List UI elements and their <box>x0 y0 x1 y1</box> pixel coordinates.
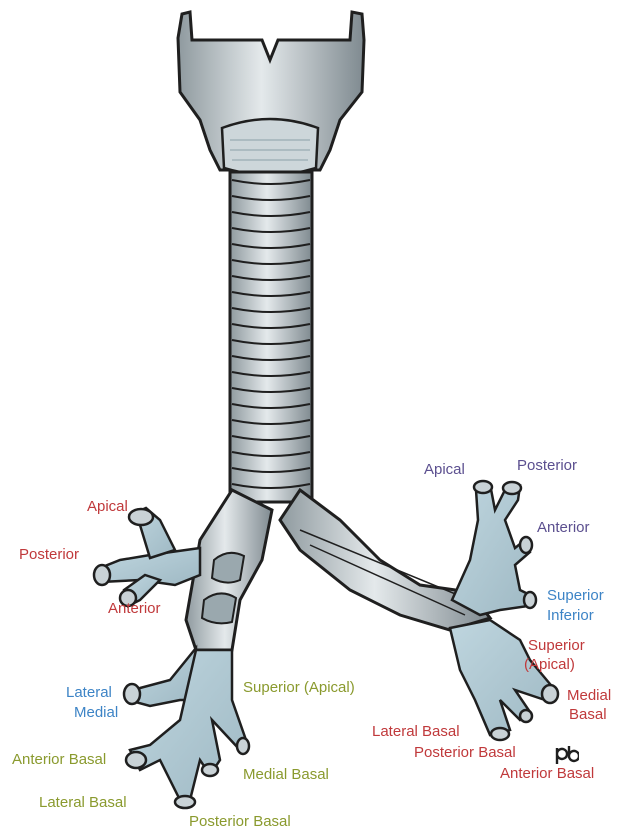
label-right-lateral-basal: Lateral Basal <box>39 794 127 812</box>
label-left-superior: Superior <box>528 637 585 655</box>
label-right-medial-basal: Medial Basal <box>243 766 329 784</box>
label-right-superior-apical: Superior (Apical) <box>243 679 355 697</box>
pb-logo-icon <box>553 744 579 766</box>
label-left-posterior: Posterior <box>517 457 577 475</box>
label-right-medial: Medial <box>74 704 118 722</box>
larynx <box>178 12 364 175</box>
left-upper-lobe-bronchi <box>452 481 536 615</box>
label-left-superior-lingula: Superior <box>547 587 604 605</box>
label-right-posterior: Posterior <box>19 546 79 564</box>
label-right-anterior-basal: Anterior Basal <box>12 751 106 769</box>
label-right-lateral: Lateral <box>66 684 112 702</box>
label-left-posterior-basal: Posterior Basal <box>414 744 516 762</box>
right-lower-lobe-bronchi <box>124 648 249 808</box>
label-right-apical: Apical <box>87 498 128 516</box>
label-left-medial: Medial <box>567 687 611 705</box>
label-left-basal: Basal <box>569 706 607 724</box>
label-right-posterior-basal: Posterior Basal <box>189 813 291 831</box>
label-left-apical-paren: (Apical) <box>524 656 575 674</box>
label-left-inferior-lingula: Inferior <box>547 607 594 625</box>
left-main-bronchus <box>280 490 490 630</box>
label-left-anterior: Anterior <box>537 519 590 537</box>
right-upper-lobe-bronchi <box>94 508 200 606</box>
label-left-anterior-basal: Anterior Basal <box>500 765 594 783</box>
label-right-anterior: Anterior <box>108 600 161 618</box>
trachea <box>230 172 312 502</box>
label-left-lateral-basal: Lateral Basal <box>372 723 460 741</box>
label-left-apical: Apical <box>424 461 465 479</box>
